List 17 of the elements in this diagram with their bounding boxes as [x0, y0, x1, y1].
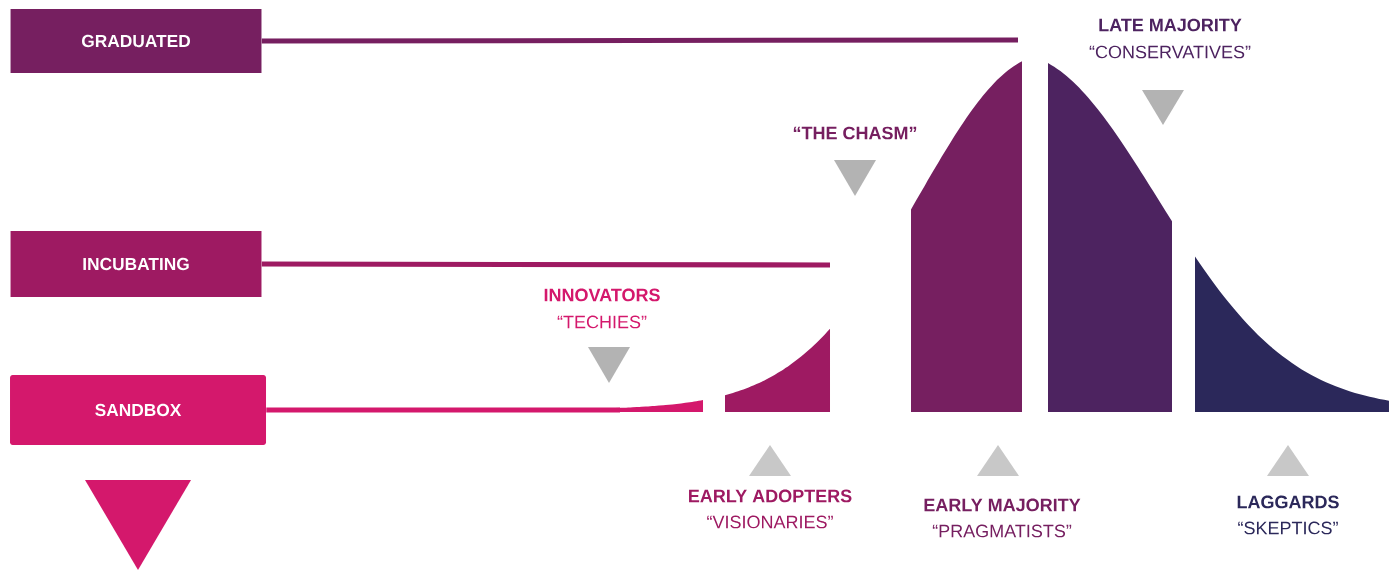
stage-name: LATE MAJORITY	[1099, 18, 1242, 32]
stage-nickname: “SKEPTICS”	[1238, 521, 1338, 535]
stage-box: INCUBATING	[10, 231, 262, 297]
stage-box: SANDBOX	[10, 375, 266, 445]
stage-box: GRADUATED	[10, 9, 262, 73]
stage-nickname: “TECHIES”	[557, 315, 647, 329]
stage-nickname: “VISIONARIES”	[707, 515, 833, 529]
connector-line	[261, 37, 1018, 44]
stage-name: INNOVATORS	[544, 288, 660, 302]
connector-line	[266, 407, 620, 413]
stage-name: LAGGARDS	[1237, 495, 1339, 509]
stage-nickname: “CONSERVATIVES”	[1089, 45, 1251, 59]
stage-nickname: “PRAGMATISTS”	[932, 524, 1072, 538]
stage-name: EARLY MAJORITY	[924, 498, 1081, 512]
stage-name: “THE CHASM”	[793, 126, 917, 140]
connector-line	[261, 261, 830, 268]
stage-name: EARLY ADOPTERS	[689, 489, 852, 503]
